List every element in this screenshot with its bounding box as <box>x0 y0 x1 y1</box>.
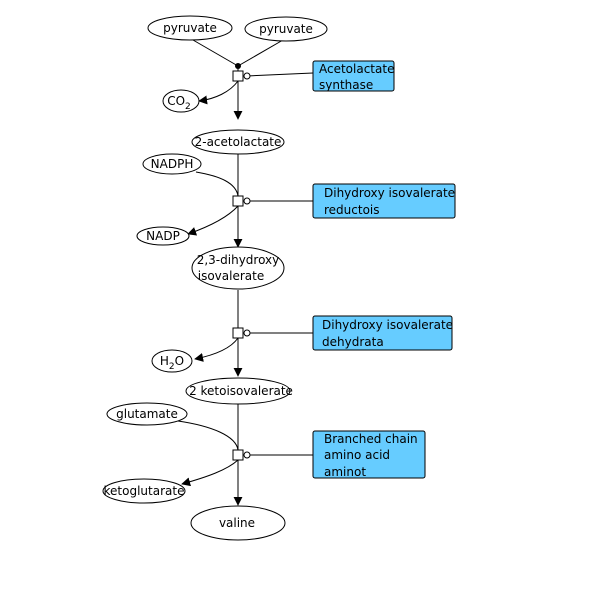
edge-r1-to-co2 <box>198 80 239 105</box>
metabolite-ketoglutarate[interactable]: ketoglutarate <box>102 478 186 504</box>
enzyme-label-line1: Dihydroxy isovalerate <box>324 186 455 200</box>
enzyme-label-line2: amino acid <box>324 448 390 462</box>
metabolite-label: pyruvate <box>163 21 217 35</box>
metabolite-label: pyruvate <box>259 22 313 36</box>
enzyme-label-line1: Acetolactate <box>319 62 394 76</box>
enzyme-dihydroxy-isovalerate-reductoisomerase[interactable]: Dihydroxy isovalerate reductois <box>312 183 456 219</box>
enzyme-label-line1: Dihydroxy isovalerate <box>322 318 453 332</box>
metabolite-label: NADP <box>146 229 180 243</box>
reaction-node-3[interactable] <box>232 327 244 339</box>
metabolite-label: glutamate <box>116 407 178 421</box>
enzyme-label-line1: Branched chain <box>324 432 418 446</box>
metabolite-label: NADPH <box>151 157 194 171</box>
metabolite-2-ketoisovalerate[interactable]: 2 ketoisovalerate <box>185 377 293 405</box>
reaction-node-4[interactable] <box>232 449 244 461</box>
enzyme-label-line2: reductois <box>324 203 380 217</box>
edge-e1-to-r1 <box>246 72 314 77</box>
metabolite-2-3-dihydroxy-isovalerate[interactable]: 2,3-dihydroxy isovalerate <box>191 246 285 290</box>
edge-glutamate-to-r4 <box>177 420 239 451</box>
metabolite-label: 2 ketoisovalerate <box>189 384 293 398</box>
metabolite-valine[interactable]: valine <box>190 505 286 541</box>
edge-pyruvate1-to-join <box>192 39 239 67</box>
enzyme-branched-chain-amino-acid-aminotransferase[interactable]: Branched chain amino acid aminot <box>312 430 426 479</box>
edge-r4-to-ketoglutarate <box>181 459 239 487</box>
metabolite-label: H2O <box>160 354 184 372</box>
metabolite-label-line1: 2,3-dihydroxy <box>197 253 280 267</box>
enzyme-dihydroxy-isovalerate-dehydratase[interactable]: Dihydroxy isovalerate dehydrata <box>312 315 453 351</box>
enzyme-label-line2: synthase <box>319 78 373 92</box>
edge-r3-to-h2o <box>194 337 239 362</box>
metabolite-pyruvate-2[interactable]: pyruvate <box>244 16 328 42</box>
edge-r2-to-nadp <box>187 205 239 236</box>
enzyme-label-line2: dehydrata <box>322 335 384 349</box>
metabolite-nadph[interactable]: NADPH <box>142 153 202 175</box>
catalysis-circle-2 <box>243 197 251 205</box>
edge-pyruvate2-to-join <box>237 39 284 67</box>
metabolite-label: valine <box>219 516 255 530</box>
catalysis-circle-4 <box>243 451 251 459</box>
metabolite-label: ketoglutarate <box>104 484 185 498</box>
catalysis-circle-1 <box>243 72 251 80</box>
reaction-node-1[interactable] <box>232 70 244 82</box>
catalysis-circle-3 <box>243 329 251 337</box>
metabolite-co2[interactable]: CO2 <box>162 89 200 113</box>
edge-nadph-to-r2 <box>195 171 239 197</box>
metabolite-label: 2-acetolactate <box>195 135 282 149</box>
enzyme-label-line3: aminot <box>324 465 366 479</box>
metabolite-pyruvate-1[interactable]: pyruvate <box>147 15 233 41</box>
metabolite-2-acetolactate[interactable]: 2-acetolactate <box>191 129 285 155</box>
enzyme-acetolactate-synthase[interactable]: Acetolactate synthase <box>312 60 395 92</box>
reaction-node-2[interactable] <box>232 195 244 207</box>
metabolite-nadp[interactable]: NADP <box>136 226 190 246</box>
metabolite-glutamate[interactable]: glutamate <box>106 402 188 426</box>
metabolite-h2o[interactable]: H2O <box>151 349 193 373</box>
metabolite-label: CO2 <box>167 94 191 112</box>
metabolite-label-line2: isovalerate <box>198 269 264 283</box>
